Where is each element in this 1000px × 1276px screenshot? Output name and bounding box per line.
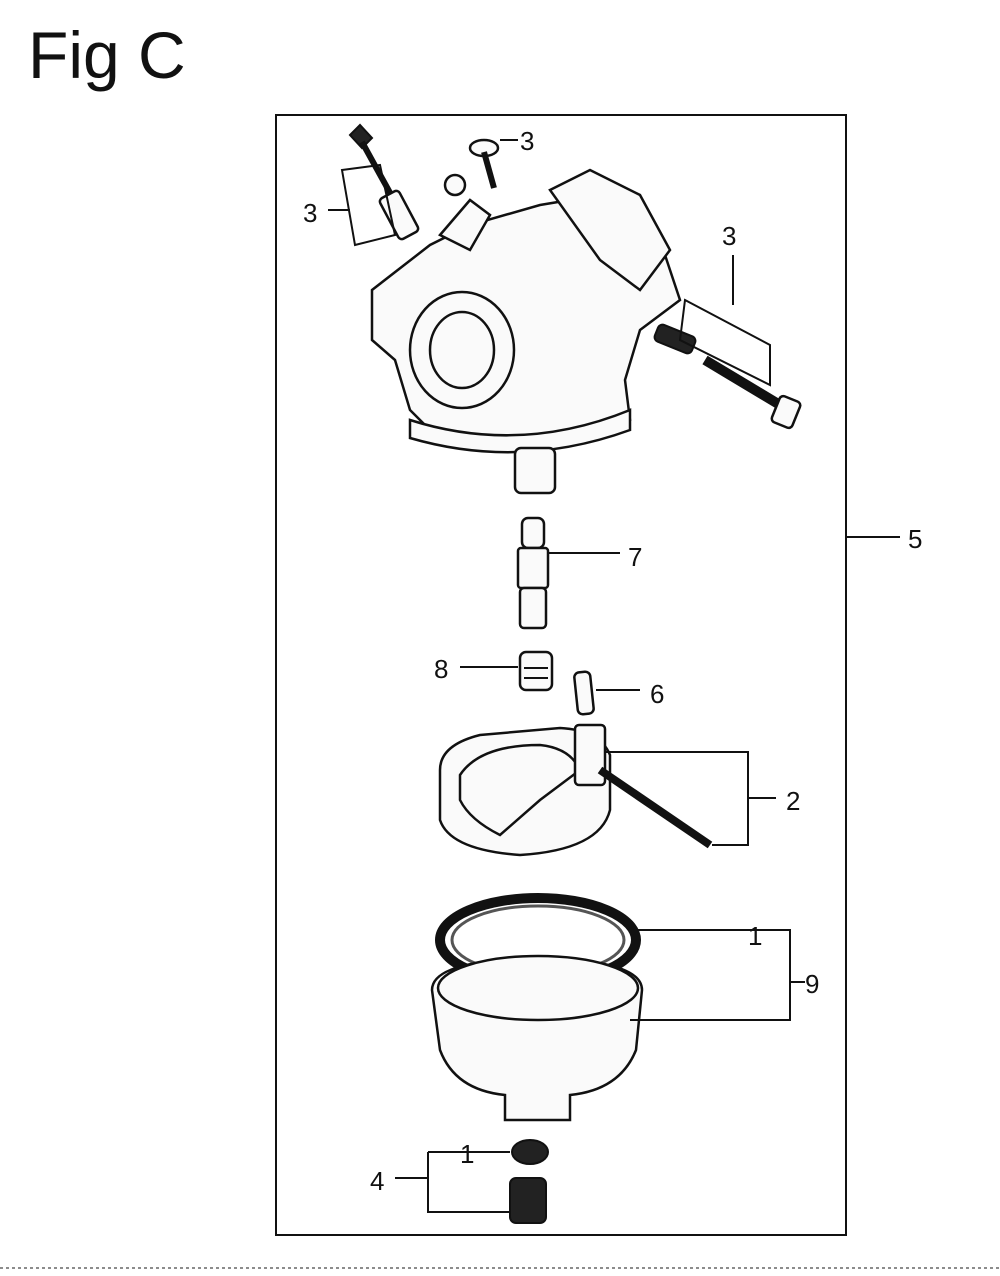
callout-4: 4 — [370, 1166, 384, 1196]
float-needle — [573, 670, 595, 716]
callout-3-left: 3 — [303, 198, 317, 228]
leader-2 — [605, 751, 776, 846]
float-bowl — [430, 954, 644, 1122]
idle-screw-left — [348, 123, 420, 241]
callout-1-ring: 1 — [748, 921, 762, 951]
main-nozzle — [516, 516, 550, 630]
callout-6: 6 — [650, 679, 664, 709]
figure-title: Fig C — [28, 18, 186, 92]
callout-2: 2 — [786, 786, 800, 816]
callout-1-washer: 1 — [460, 1139, 474, 1169]
carburetor-body — [370, 168, 682, 495]
callout-7: 7 — [628, 542, 642, 572]
bowl-bolt — [509, 1177, 547, 1224]
leader-4 — [395, 1151, 510, 1213]
callout-3-top: 3 — [520, 126, 534, 156]
callout-8: 8 — [434, 654, 448, 684]
leader-9 — [628, 929, 805, 1021]
assembly-boundary-box — [275, 114, 847, 1236]
bowl-washer — [511, 1139, 549, 1165]
leader-3-left — [328, 163, 397, 247]
float-assembly — [438, 723, 713, 857]
callout-3-right: 3 — [722, 221, 736, 251]
leader-3-right — [678, 255, 771, 387]
callout-9: 9 — [805, 969, 819, 999]
main-jet — [518, 650, 554, 692]
screw-top-center — [468, 138, 500, 189]
pilot-screw-right — [653, 323, 802, 430]
callout-5: 5 — [908, 524, 922, 554]
